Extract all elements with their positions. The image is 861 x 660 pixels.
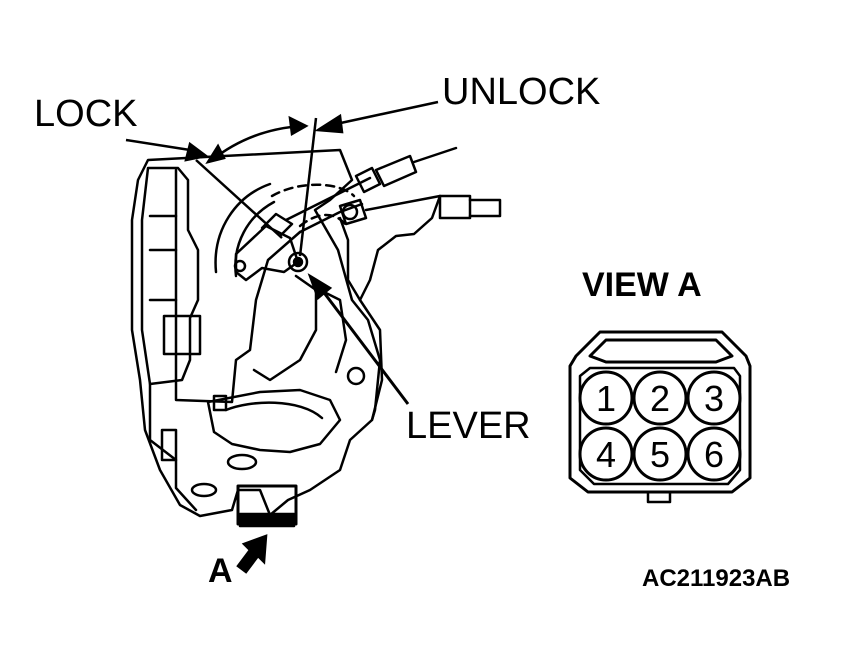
- cable-lower: [364, 194, 442, 212]
- pin-3-cavity: [686, 370, 742, 426]
- lever-dashed-path: [270, 183, 356, 198]
- lever-sweep-arc: [214, 182, 272, 274]
- actuator-hole: [346, 366, 366, 386]
- latch-block-slot-2: [148, 248, 178, 302]
- view-marker-label: A: [208, 552, 233, 590]
- pin-number: 6: [704, 434, 724, 475]
- latch-connector-cap: [238, 512, 296, 528]
- connector-lock-tab: [588, 338, 734, 364]
- lever-pivot-inner: [292, 256, 304, 268]
- pin-2-cavity: [632, 370, 688, 426]
- latch-inner-plate: [174, 168, 302, 404]
- pin-6-cavity: [686, 426, 742, 482]
- pin-number: 3: [704, 378, 724, 419]
- cable-sleeve-lower: [438, 194, 472, 220]
- latch-right-bracket: [338, 194, 442, 302]
- lever-label: LEVER: [406, 405, 531, 447]
- lock-pointer-line: [195, 159, 283, 239]
- lever-leader-arrowhead: [307, 273, 333, 301]
- unlock-leader-line: [335, 100, 439, 126]
- cable-fitting-upper: [354, 166, 382, 194]
- pin-number: 2: [650, 378, 670, 419]
- latch-slot-2: [190, 482, 218, 498]
- cable-fitting-lower: [338, 198, 368, 226]
- cable-upper: [412, 146, 458, 164]
- latch-claw-inner: [224, 401, 324, 420]
- view-a-arrow: [236, 534, 268, 574]
- figure-code: AC211923AB: [642, 565, 790, 592]
- door-latch-assembly: [130, 146, 502, 528]
- latch-bolt: [212, 394, 228, 412]
- latch-spring: [160, 428, 178, 462]
- lever-rivet: [233, 259, 247, 273]
- view-a-title: VIEW A: [582, 266, 702, 304]
- cable-end-lower: [468, 198, 502, 218]
- pin-number: 5: [650, 434, 670, 475]
- unlock-label: UNLOCK: [442, 71, 600, 113]
- connector-view: [568, 330, 752, 504]
- pin-number: 4: [596, 434, 616, 475]
- latch-connector: [236, 484, 298, 526]
- latch-slot: [226, 453, 258, 471]
- pin-5-cavity: [632, 426, 688, 482]
- cable-clip-ring: [341, 203, 359, 221]
- unlock-leader-arrowhead: [314, 113, 344, 134]
- lever-leader-line: [320, 289, 410, 405]
- angle-arrow-left: [205, 143, 226, 164]
- lock-label: LOCK: [34, 93, 137, 135]
- angle-arrow-right: [288, 115, 309, 137]
- cable-sleeve-upper: [374, 154, 418, 188]
- latch-block-detail: [162, 314, 202, 356]
- link-rod-upper: [284, 176, 372, 222]
- lever-pivot: [287, 251, 309, 273]
- latch-claw: [206, 388, 342, 454]
- latch-left-block: [140, 166, 200, 386]
- connector-bottom-key: [646, 492, 672, 504]
- latch-housing-outline: [130, 148, 382, 518]
- lock-leader-arrowhead: [184, 141, 209, 162]
- pin-1-cavity: [578, 370, 634, 426]
- unlock-pointer-line: [298, 117, 318, 257]
- pin-number: 1: [596, 378, 616, 419]
- lock-lever: [234, 224, 300, 282]
- connector-pin-numbers: 1 2 3 4 5 6: [596, 378, 724, 475]
- latch-right-bracket-edge: [358, 298, 384, 422]
- callout-leaders: [125, 100, 439, 574]
- connector-outer-shell: [568, 330, 752, 494]
- lever-arm: [260, 212, 294, 238]
- connector-inner-shell: [578, 366, 742, 486]
- pin-4-cavity: [578, 426, 634, 482]
- actuator-link: [252, 274, 318, 382]
- lock-leader-line: [125, 138, 191, 152]
